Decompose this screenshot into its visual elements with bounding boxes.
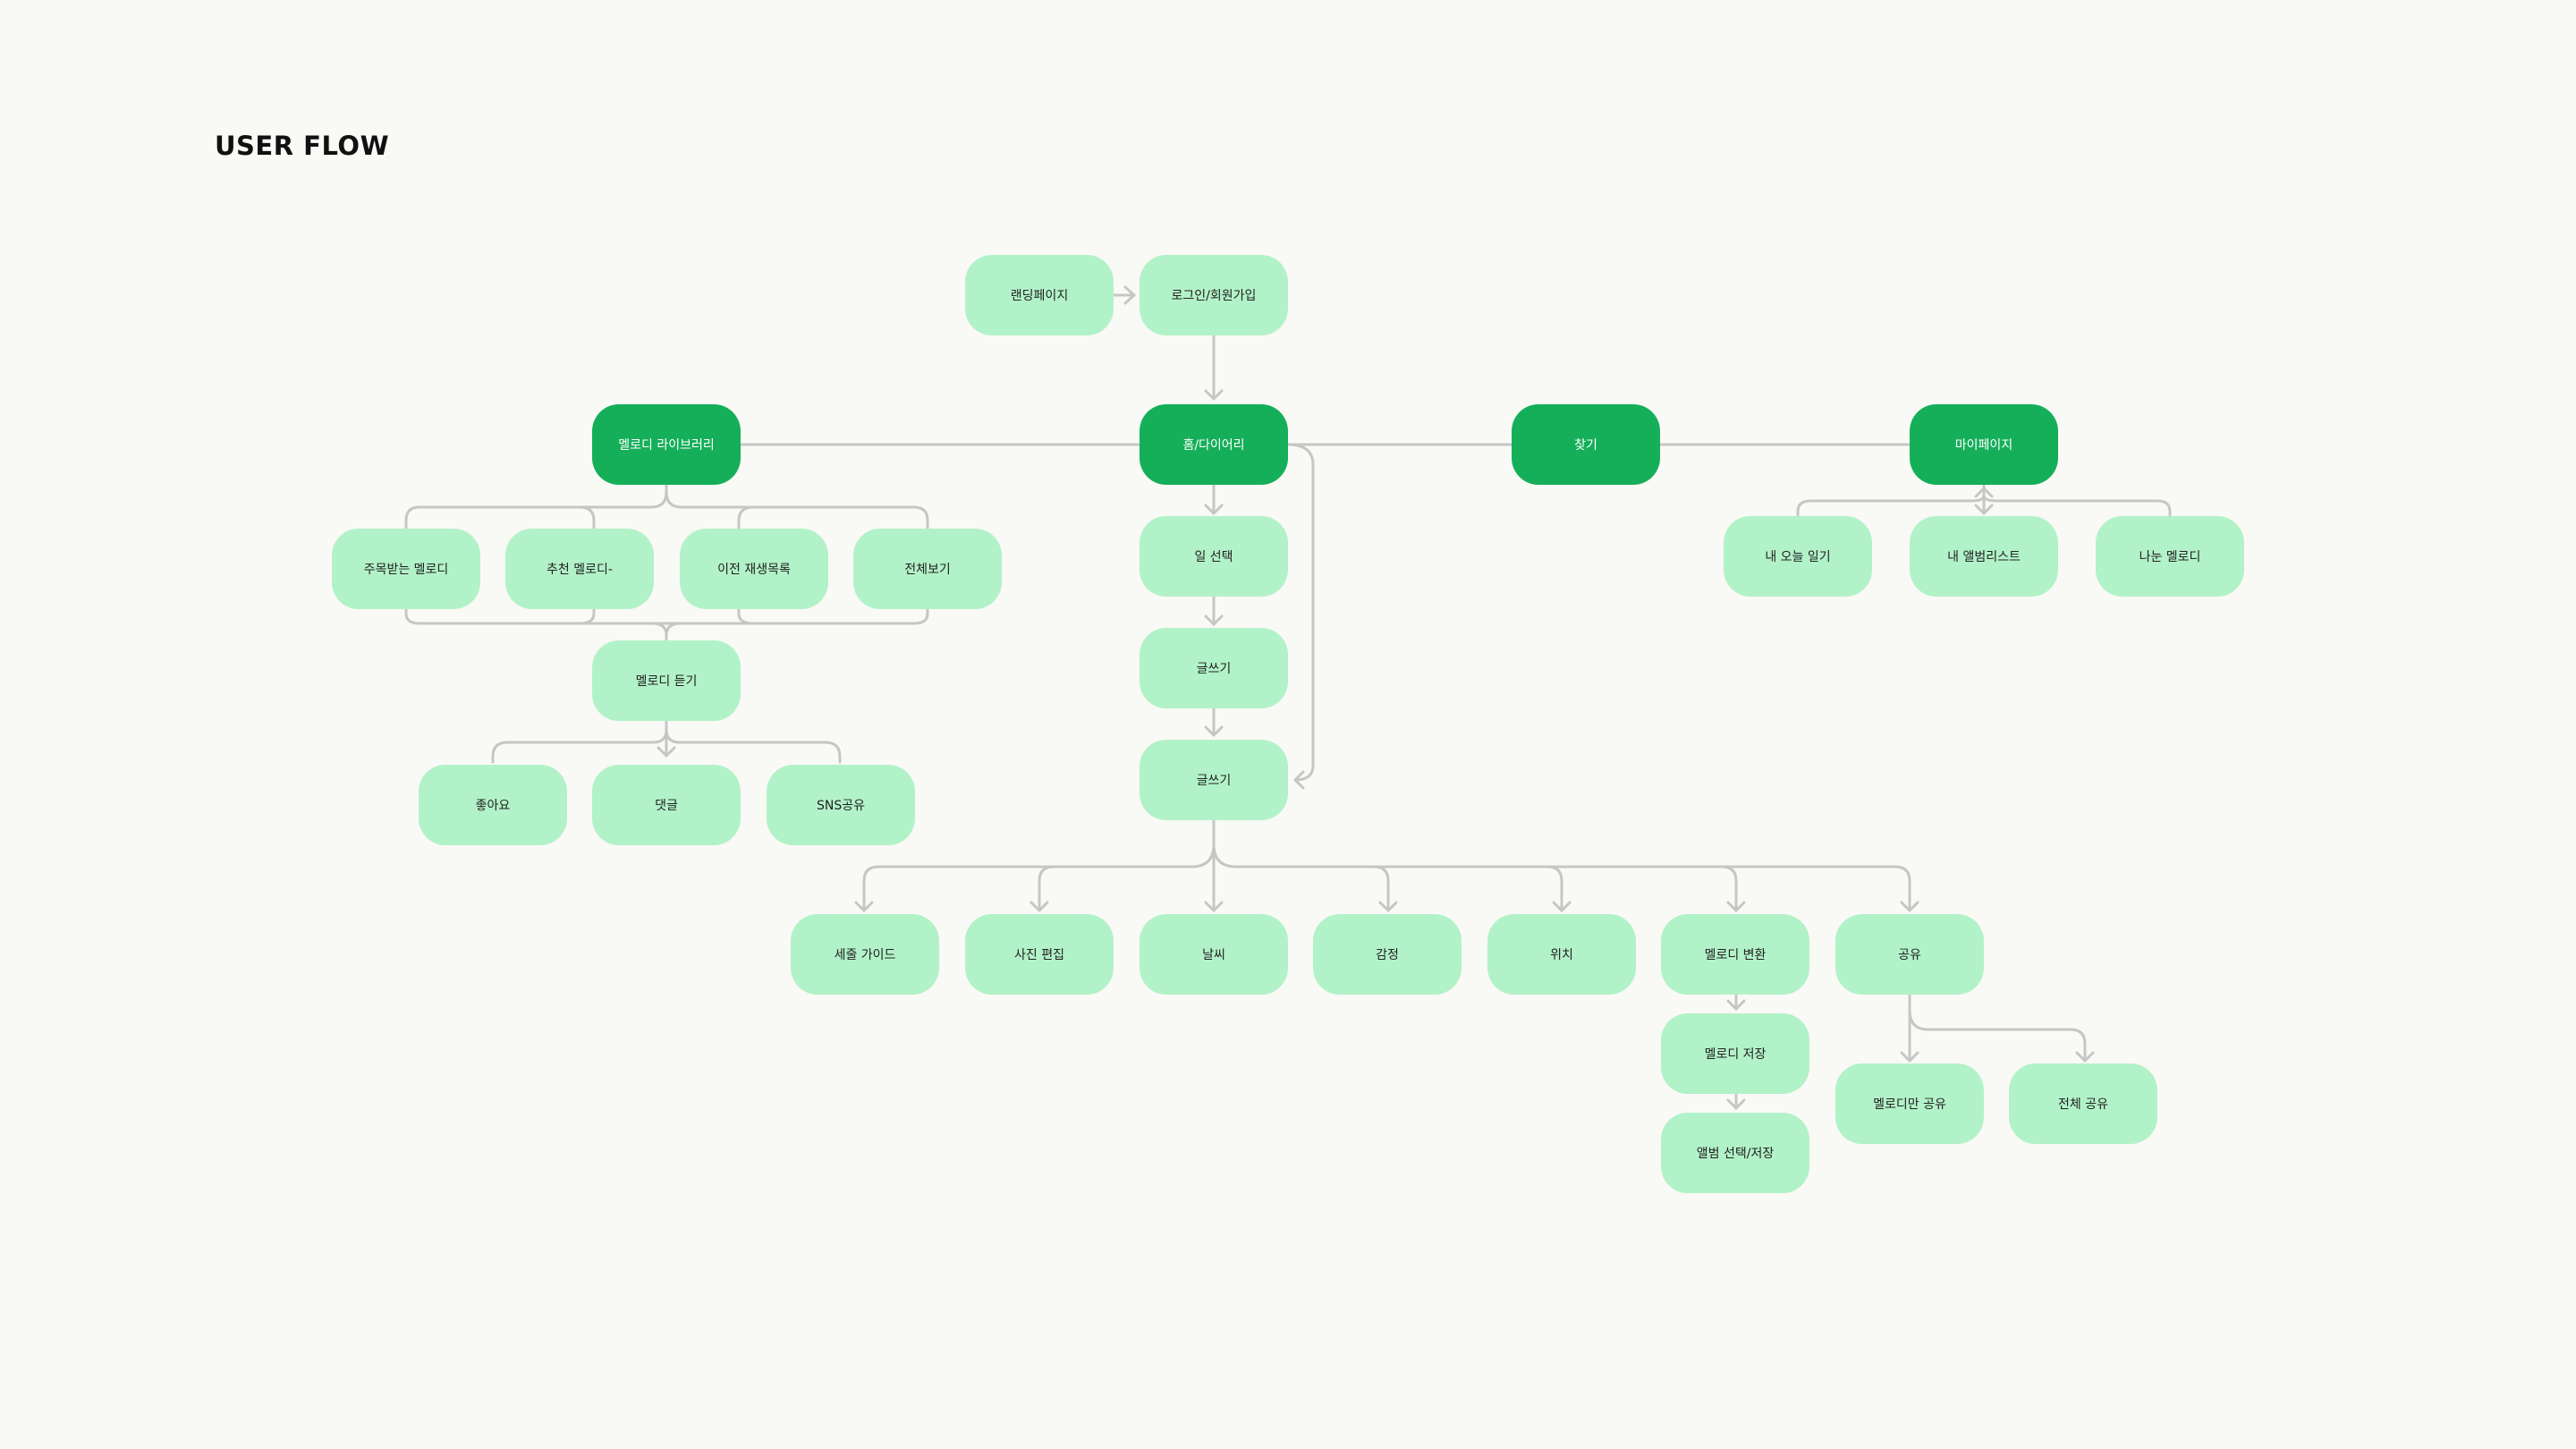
arrowhead: [1293, 770, 1305, 790]
node-login-signup[interactable]: 로그인/회원가입: [1140, 255, 1288, 335]
connector-listen-actions: [491, 719, 842, 764]
node-melody-library[interactable]: 멜로디 라이브러리: [592, 404, 741, 485]
connector-mypage-children: [1796, 484, 2172, 517]
node-popular-melody[interactable]: 주목받는 멜로디: [332, 529, 480, 609]
node-view-all[interactable]: 전체보기: [853, 529, 1002, 609]
arrowhead: [1552, 901, 1572, 912]
arrowhead: [2075, 1051, 2095, 1063]
node-melody-convert[interactable]: 멜로디 변환: [1661, 914, 1809, 995]
connector-children-listen: [404, 607, 929, 641]
node-sns-share[interactable]: SNS공유: [767, 765, 915, 845]
node-previous-playlist[interactable]: 이전 재생목록: [680, 529, 828, 609]
arrowhead: [1030, 901, 1049, 912]
connector-write2-features: [862, 818, 1911, 912]
arrowhead: [1204, 389, 1224, 401]
node-share[interactable]: 공유: [1835, 914, 1984, 995]
node-day-select[interactable]: 일 선택: [1140, 516, 1288, 597]
node-search[interactable]: 찾기: [1512, 404, 1660, 485]
arrowhead: [1204, 725, 1224, 737]
arrowhead: [1378, 901, 1398, 912]
node-listen-melody[interactable]: 멜로디 듣기: [592, 640, 741, 721]
arrowhead: [1123, 285, 1136, 305]
node-album-select-save[interactable]: 앨범 선택/저장: [1661, 1113, 1809, 1193]
node-shared-melody[interactable]: 나눈 멜로디: [2096, 516, 2244, 597]
node-write-2[interactable]: 글쓰기: [1140, 740, 1288, 820]
node-mypage[interactable]: 마이페이지: [1910, 404, 2058, 485]
node-melody-only-share[interactable]: 멜로디만 공유: [1835, 1063, 1984, 1144]
node-my-today-diary[interactable]: 내 오늘 일기: [1724, 516, 1872, 597]
connector-share-children: [1908, 994, 2087, 1063]
node-write-1[interactable]: 글쓰기: [1140, 628, 1288, 708]
node-home-diary[interactable]: 홈/다이어리: [1140, 404, 1288, 485]
node-comment[interactable]: 댓글: [592, 765, 741, 845]
arrowhead: [1900, 901, 1919, 912]
arrowhead: [1974, 487, 1994, 498]
arrowhead: [1726, 901, 1746, 912]
arrowhead: [1204, 504, 1224, 515]
node-like[interactable]: 좋아요: [419, 765, 567, 845]
arrowhead: [854, 901, 874, 912]
connector-library-children: [404, 484, 929, 530]
arrowhead: [1726, 999, 1746, 1011]
connector-home-write2: [1286, 443, 1315, 782]
node-three-line-guide[interactable]: 세줄 가이드: [791, 914, 939, 995]
node-melody-save[interactable]: 멜로디 저장: [1661, 1013, 1809, 1094]
node-share-all[interactable]: 전체 공유: [2009, 1063, 2157, 1144]
arrowhead: [1974, 504, 1994, 515]
node-my-album-list[interactable]: 내 앨범리스트: [1910, 516, 2058, 597]
node-emotion[interactable]: 감정: [1313, 914, 1462, 995]
arrowhead: [1204, 901, 1224, 912]
arrowhead: [1726, 1098, 1746, 1110]
node-recommended-melody[interactable]: 추천 멜로디-: [505, 529, 654, 609]
node-photo-edit[interactable]: 사진 편집: [965, 914, 1114, 995]
node-weather[interactable]: 날씨: [1140, 914, 1288, 995]
page-title: USER FLOW: [215, 131, 390, 161]
node-location[interactable]: 위치: [1487, 914, 1636, 995]
arrowhead: [1204, 614, 1224, 626]
arrowhead: [657, 746, 676, 758]
arrowhead: [1900, 1051, 1919, 1063]
node-landing-page[interactable]: 랜딩페이지: [965, 255, 1114, 335]
